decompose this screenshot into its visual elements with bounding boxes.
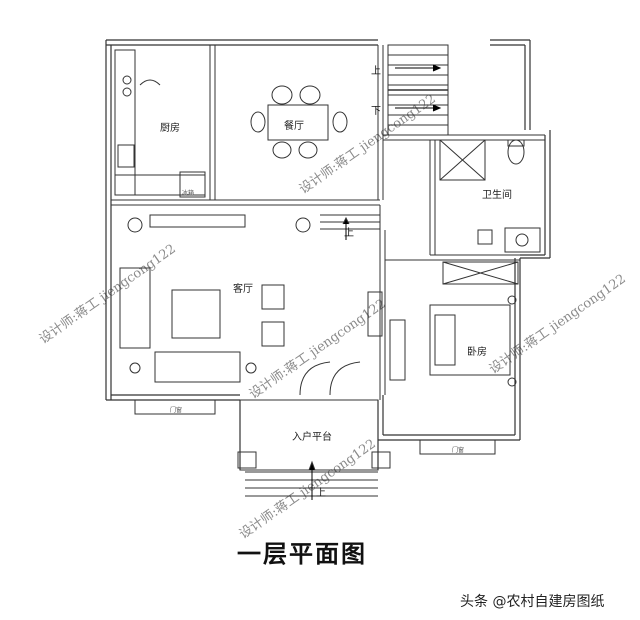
dining-table	[250, 85, 348, 159]
dining-label: 餐厅	[284, 121, 304, 132]
entry-label: 入户平台	[292, 432, 332, 443]
bathroom-label: 卫生间	[482, 190, 512, 201]
front-door	[299, 291, 406, 396]
entry-step-up-label: 上	[316, 488, 326, 499]
stair-up-label: 上	[371, 66, 381, 77]
source-credit: 头条 @农村自建房图纸	[460, 594, 605, 610]
window-bays	[134, 399, 496, 455]
window-tag-right: 门窗	[452, 447, 465, 454]
staircase	[387, 44, 449, 136]
kitchen-counter	[114, 49, 206, 198]
kitchen-label: 厨房	[160, 123, 180, 134]
inner-steps	[320, 214, 380, 240]
stair-down-label: 下	[371, 106, 381, 117]
bathroom-fixtures	[439, 139, 541, 253]
window-tag-left: 门窗	[170, 407, 183, 414]
inner-step-up-label: 上	[344, 228, 354, 239]
bedroom-label: 卧房	[467, 347, 487, 358]
fridge-tag: 冰箱	[182, 190, 195, 197]
plan-title: 一层平面图	[237, 540, 367, 568]
entry-platform	[237, 399, 391, 500]
living-label: 客厅	[233, 284, 253, 295]
living-furniture	[119, 214, 311, 383]
bedroom-furniture	[429, 261, 519, 387]
